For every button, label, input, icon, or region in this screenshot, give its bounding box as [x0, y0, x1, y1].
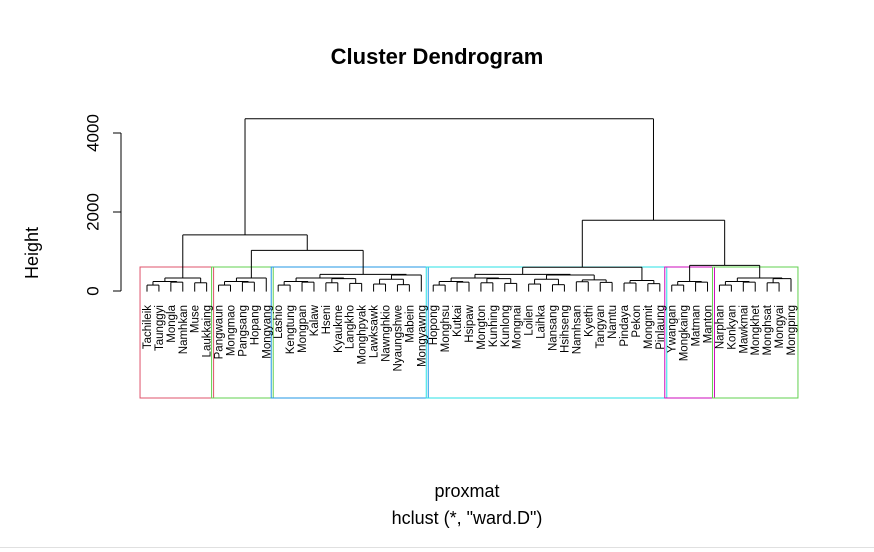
- leaf-label: Pekon: [631, 305, 643, 338]
- leaf-label: Namhkan: [178, 305, 190, 354]
- leaf-label: Namtu: [607, 305, 619, 339]
- leaf-label: Muse: [190, 305, 202, 333]
- cluster-box: [711, 266, 799, 399]
- leaf-label: Monghsu: [440, 305, 452, 352]
- leaf-label: Pangwaun: [214, 305, 226, 359]
- leaf-label: Mongpan: [297, 305, 309, 353]
- leaf-label: Hsipaw: [464, 304, 476, 342]
- leaf-label: Mawkmai: [738, 305, 750, 354]
- leaf-label: Pangsang: [237, 305, 249, 357]
- leaf-label: Loilen: [524, 305, 536, 336]
- leaf-label: Konkyan: [726, 305, 738, 350]
- leaf-label: Kutkai: [452, 305, 464, 337]
- leaf-label: Mongyang: [261, 305, 273, 359]
- leaf-label: Mongping: [786, 305, 798, 356]
- leaf-label: Kunlong: [500, 305, 512, 347]
- leaf-label: Laukkaing: [202, 305, 214, 357]
- leaf-label: Ywangan: [667, 305, 679, 353]
- leaf-label: Kyethi: [583, 305, 595, 337]
- leaf-label: Hopong: [428, 305, 440, 345]
- leaf-label: Matman: [691, 305, 703, 347]
- chart-title: Cluster Dendrogram: [330, 44, 544, 69]
- dendrogram-tree: [146, 118, 792, 292]
- leaf-label: Mongla: [166, 304, 178, 342]
- leaf-label: Manton: [703, 305, 715, 343]
- leaf-label: Mongkaing: [679, 305, 691, 361]
- leaf-label: Nansang: [547, 305, 559, 351]
- leaf-label: Mongnai: [512, 305, 524, 349]
- bottom-divider: [0, 547, 874, 548]
- leaf-label: Tangyan: [595, 305, 607, 348]
- leaf-label: Kyaukme: [333, 305, 345, 353]
- leaf-label: Mabein: [404, 305, 416, 343]
- leaf-label: Mongton: [476, 305, 488, 350]
- leaf-label: Tachileik: [142, 305, 154, 349]
- leaf-label: Mongkhet: [750, 304, 762, 355]
- leaf-label: Hseni: [321, 305, 333, 334]
- leaf-label: Narphan: [714, 305, 726, 349]
- leaf-label: Taunggyi: [154, 305, 166, 351]
- leaf-label: Hsihseng: [559, 305, 571, 353]
- leaf-label: Lashio: [273, 305, 285, 339]
- y-tick-label: 2000: [83, 193, 102, 231]
- y-axis: 0 2000 4000: [83, 114, 122, 296]
- cluster-box: [270, 266, 429, 399]
- y-tick-label: 4000: [83, 114, 102, 152]
- leaf-label: Monghsat: [762, 304, 774, 355]
- leaf-label: Kunhing: [488, 305, 500, 347]
- leaf-label: Kengtung: [285, 305, 297, 354]
- leaf-label: Mongyawng: [416, 305, 428, 367]
- leaf-label: Mongmao: [225, 305, 237, 356]
- leaf-label: Nyaungshwe: [392, 305, 404, 371]
- leaf-label: Mongyai: [774, 305, 786, 348]
- x-axis-label: proxmat: [434, 481, 500, 501]
- leaf-label: Monghpyak: [357, 305, 369, 365]
- leaf-label: Pindaya: [619, 304, 631, 346]
- leaf-label: Langkho: [345, 305, 357, 349]
- leaf-label: Pinlaung: [655, 305, 667, 350]
- leaf-label: Hopang: [249, 305, 261, 345]
- y-axis-label: Height: [22, 227, 42, 279]
- leaf-label: Lawksawk: [369, 305, 381, 358]
- cluster-box: [211, 266, 274, 399]
- leaf-label: Kalaw: [309, 304, 321, 336]
- chart-subtitle: hclust (*, "ward.D"): [391, 508, 543, 528]
- y-tick-label: 0: [83, 286, 102, 295]
- leaf-label: Nawnghkio: [381, 305, 393, 362]
- leaf-label: Namhsan: [571, 305, 583, 354]
- leaf-label: Mongmit: [643, 304, 655, 349]
- leaf-label: Laihka: [536, 304, 548, 338]
- cluster-box: [139, 266, 215, 399]
